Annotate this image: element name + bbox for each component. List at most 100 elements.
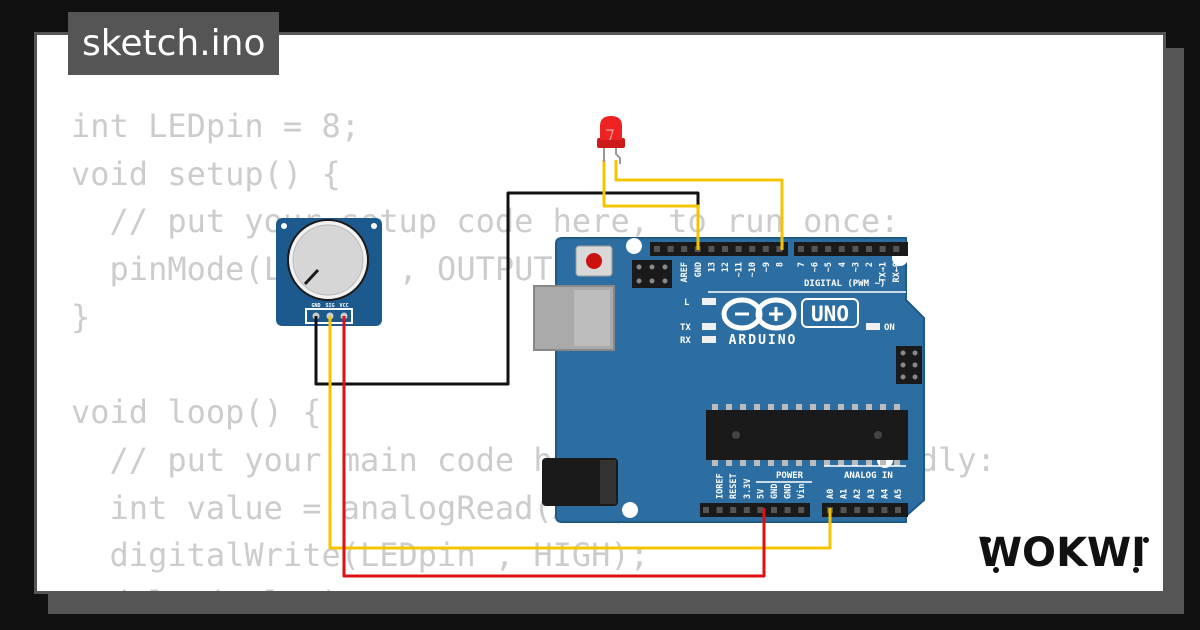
- analog-pin-header[interactable]: [822, 503, 908, 517]
- pin-hole[interactable]: [866, 246, 872, 252]
- pin-hole[interactable]: [722, 246, 728, 252]
- pin-hole[interactable]: [811, 246, 818, 252]
- pin-hole[interactable]: [852, 246, 859, 252]
- pin-label: RESET: [729, 473, 739, 499]
- code-line: delay(value);: [71, 580, 996, 591]
- pin-hole[interactable]: [681, 246, 688, 252]
- pin-hole[interactable]: [895, 507, 901, 513]
- power-jack: [542, 458, 618, 506]
- pot-pin-label-sig: SIG: [325, 303, 334, 309]
- power-pin-header[interactable]: [700, 503, 810, 517]
- pin-label: A5: [894, 489, 904, 499]
- pin-hole[interactable]: [757, 507, 764, 513]
- wire-led-anode[interactable]: [614, 160, 784, 250]
- atmega-chip: [706, 404, 908, 466]
- pin-hole[interactable]: [743, 507, 750, 513]
- digital-pin-header[interactable]: [650, 242, 908, 256]
- pin-hole[interactable]: [762, 246, 769, 252]
- pin-hole[interactable]: [654, 246, 660, 252]
- mounting-hole: [626, 238, 642, 254]
- wire-led-cathode[interactable]: [602, 160, 700, 250]
- pin-hole[interactable]: [703, 507, 709, 513]
- pin-hole[interactable]: [825, 246, 832, 252]
- status-led-on: ON: [866, 323, 895, 333]
- wire-pot-vcc[interactable]: [342, 316, 766, 578]
- code-line: int LEDpin = 8;: [71, 107, 360, 145]
- digital-label: DIGITAL (PWM ~): [804, 279, 885, 289]
- pin-label: Vin: [796, 484, 807, 499]
- pin-label: 5V: [756, 489, 766, 499]
- pin-hole[interactable]: [879, 246, 886, 252]
- code-line: void loop() {: [71, 393, 322, 432]
- pin-label: GND: [770, 484, 780, 499]
- pin-label: ~11: [735, 262, 745, 277]
- pin-label: 12: [721, 262, 731, 272]
- svg-text:RX: RX: [680, 336, 691, 346]
- pin-label: ~9: [762, 262, 772, 272]
- pin-label: GND: [784, 484, 794, 499]
- status-led-tx: TX: [680, 323, 716, 333]
- code-line: void setup() {: [71, 154, 341, 193]
- red-led[interactable]: [597, 116, 625, 164]
- potentiometer-knob[interactable]: [292, 224, 364, 296]
- svg-text:TX: TX: [680, 323, 691, 333]
- pin-label: A4: [880, 489, 890, 499]
- pin-label: 8: [775, 262, 785, 267]
- pin-label: ~5: [824, 262, 834, 272]
- svg-text:ON: ON: [884, 323, 895, 333]
- board-brand-label: ARDUINO: [729, 333, 798, 348]
- reset-button[interactable]: [575, 245, 613, 277]
- code-line: digitalWrite(LEDpin , HIGH);: [71, 536, 649, 575]
- status-led-l: L: [684, 298, 716, 308]
- pot-pin-label-gnd: GND: [311, 303, 320, 309]
- pin-hole[interactable]: [854, 507, 861, 513]
- icsp-header: [632, 260, 672, 288]
- pin-hole[interactable]: [881, 507, 888, 513]
- pin-label: IOREF: [716, 473, 726, 499]
- pin-hole[interactable]: [735, 246, 742, 252]
- pin-label: TX→1: [879, 262, 889, 282]
- pin-label: AREF: [680, 262, 690, 282]
- pin-label: ~3: [851, 262, 861, 272]
- svg-text:L: L: [684, 298, 690, 308]
- power-label: POWER: [776, 471, 804, 481]
- mounting-hole: [622, 502, 638, 518]
- pin-hole[interactable]: [708, 246, 715, 252]
- wire-pot-gnd[interactable]: [314, 191, 700, 386]
- pin-hole[interactable]: [776, 246, 783, 252]
- pin-label: 13: [707, 262, 717, 272]
- pin-hole[interactable]: [716, 507, 723, 513]
- uno-badge: [801, 298, 859, 328]
- pin-hole[interactable]: [784, 507, 791, 513]
- pin-hole[interactable]: [771, 507, 777, 513]
- pin-hole[interactable]: [798, 507, 805, 513]
- pin-hole[interactable]: [867, 507, 874, 513]
- pin-label: 2: [865, 262, 875, 267]
- pin-hole[interactable]: [667, 246, 674, 252]
- potentiometer[interactable]: GND SIG VCC: [276, 218, 382, 326]
- pin-hole[interactable]: [730, 507, 737, 513]
- pin-label: 4: [838, 262, 848, 267]
- analog-label: ANALOG IN: [844, 471, 893, 481]
- code-line: }: [71, 297, 91, 336]
- pin-hole[interactable]: [840, 507, 847, 513]
- file-title-tab[interactable]: sketch.ino: [68, 12, 280, 75]
- pin-label: 3.3V: [743, 479, 753, 499]
- pin-hole[interactable]: [893, 246, 900, 252]
- infinity-minus-plus-icon: [721, 297, 797, 331]
- board-model-label: UNO: [811, 302, 849, 326]
- wire-pot-signal[interactable]: [328, 316, 832, 550]
- pin-hole[interactable]: [838, 246, 845, 252]
- pin-label: A1: [840, 489, 850, 499]
- pin-hole[interactable]: [798, 246, 804, 252]
- wokwi-logo: WOKWI: [978, 530, 1149, 576]
- svg-text:WOKWI: WOKWI: [978, 530, 1146, 576]
- pin-label: A2: [853, 489, 863, 499]
- pin-hole[interactable]: [749, 246, 756, 252]
- pin-label: A0: [826, 489, 836, 499]
